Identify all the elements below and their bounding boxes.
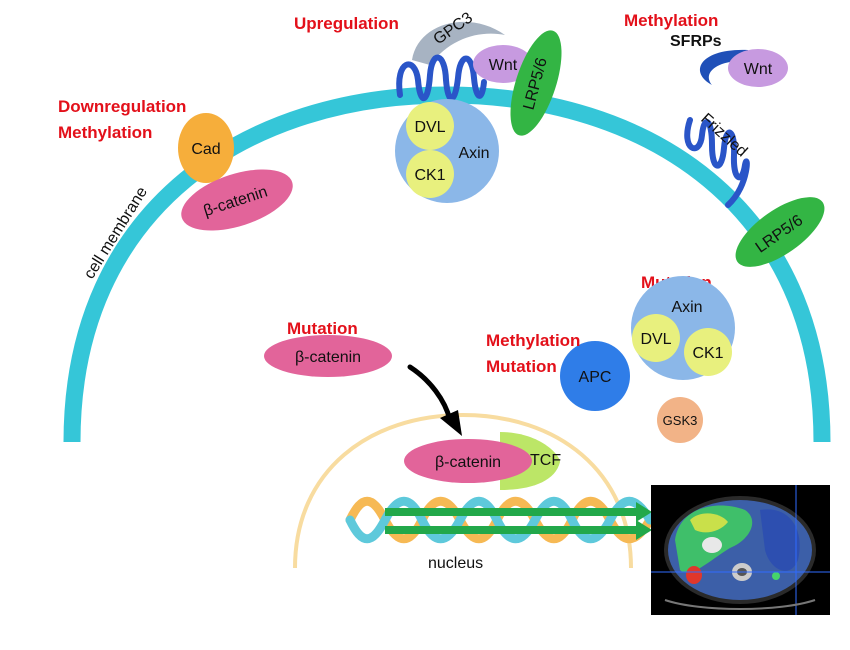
upregulation-label: Upregulation bbox=[294, 14, 399, 33]
cad-protein bbox=[178, 113, 234, 183]
wnt-protein-sfrp bbox=[728, 49, 788, 87]
methylation-apc-label: Methylation bbox=[486, 331, 580, 350]
gsk3-protein bbox=[657, 397, 703, 443]
apc-protein bbox=[560, 341, 630, 411]
beta-catenin-membrane bbox=[181, 169, 293, 231]
axin-right-label: Axin bbox=[671, 299, 702, 316]
beta-catenin-nucleus-label: β-catenin bbox=[435, 454, 501, 471]
nucleus-label: nucleus bbox=[428, 555, 483, 572]
dvl-protein-right bbox=[632, 314, 680, 362]
transcription-arrows bbox=[385, 502, 652, 540]
dvl-protein-top bbox=[406, 102, 454, 150]
lrp-protein-right bbox=[735, 197, 825, 267]
beta-catenin-nucleus bbox=[404, 439, 532, 483]
mutation-apc-label: Mutation bbox=[486, 357, 557, 376]
cad-label: Cad bbox=[191, 141, 220, 158]
dna-helix bbox=[345, 496, 655, 544]
wnt-protein-receptor bbox=[473, 45, 533, 83]
tcf-label: TCF bbox=[530, 452, 561, 469]
mutation-beta-catenin-label: Mutation bbox=[287, 319, 358, 338]
dvl-top-label: DVL bbox=[414, 119, 445, 136]
apc-label: APC bbox=[579, 369, 612, 386]
translocation-arrowhead bbox=[440, 410, 462, 436]
beta-catenin-cytoplasm-label: β-catenin bbox=[295, 349, 361, 366]
sfrps-label: SFRPs bbox=[670, 33, 722, 50]
receptor-coil-top bbox=[396, 54, 487, 102]
frizzled-receptor-coil bbox=[684, 117, 750, 208]
axin-top-label: Axin bbox=[458, 145, 489, 162]
methylation-cad-label: Methylation bbox=[58, 123, 152, 142]
ck1-protein-top bbox=[406, 150, 454, 198]
translocation-arrow bbox=[407, 364, 453, 423]
gpc3-protein bbox=[412, 21, 505, 65]
gsk3-label: GSK3 bbox=[663, 413, 698, 428]
lrp-protein-top bbox=[510, 30, 562, 136]
ck1-top-label: CK1 bbox=[414, 167, 445, 184]
downregulation-label: Downregulation bbox=[58, 97, 186, 116]
beta-catenin-cytoplasm bbox=[264, 335, 392, 377]
wnt-receptor-label: Wnt bbox=[489, 57, 518, 74]
wnt-sfrp-label: Wnt bbox=[744, 61, 773, 78]
nucleus-envelope bbox=[293, 412, 633, 569]
ck1-protein-right bbox=[684, 328, 732, 376]
methylation-sfrp-label: Methylation bbox=[624, 11, 718, 30]
liver-ct-scan-inset bbox=[651, 485, 830, 615]
ck1-right-label: CK1 bbox=[692, 345, 723, 362]
dvl-right-label: DVL bbox=[640, 331, 671, 348]
